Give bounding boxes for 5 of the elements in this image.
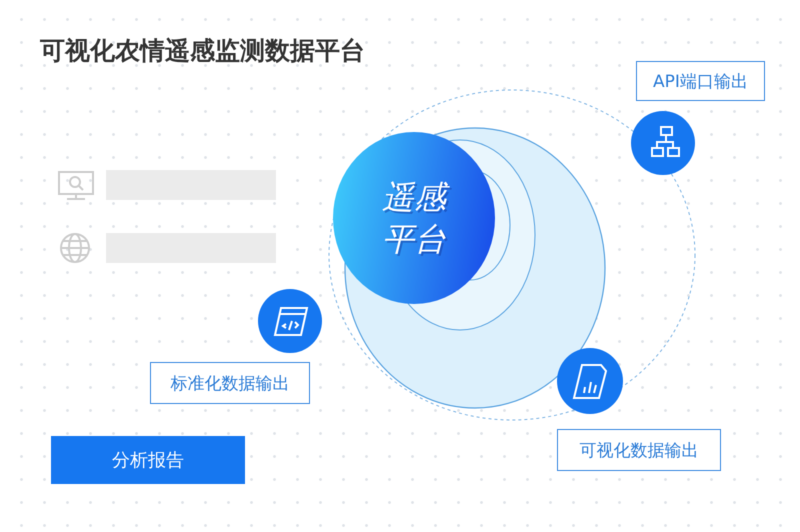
report-button: 分析报告	[51, 436, 245, 484]
title: 可视化农情遥感监测数据平台	[40, 35, 365, 67]
output-box: 可视化数据输出	[557, 429, 721, 471]
output-box: 标准化数据输出	[150, 362, 310, 404]
output-box: API端口输出	[636, 61, 765, 101]
